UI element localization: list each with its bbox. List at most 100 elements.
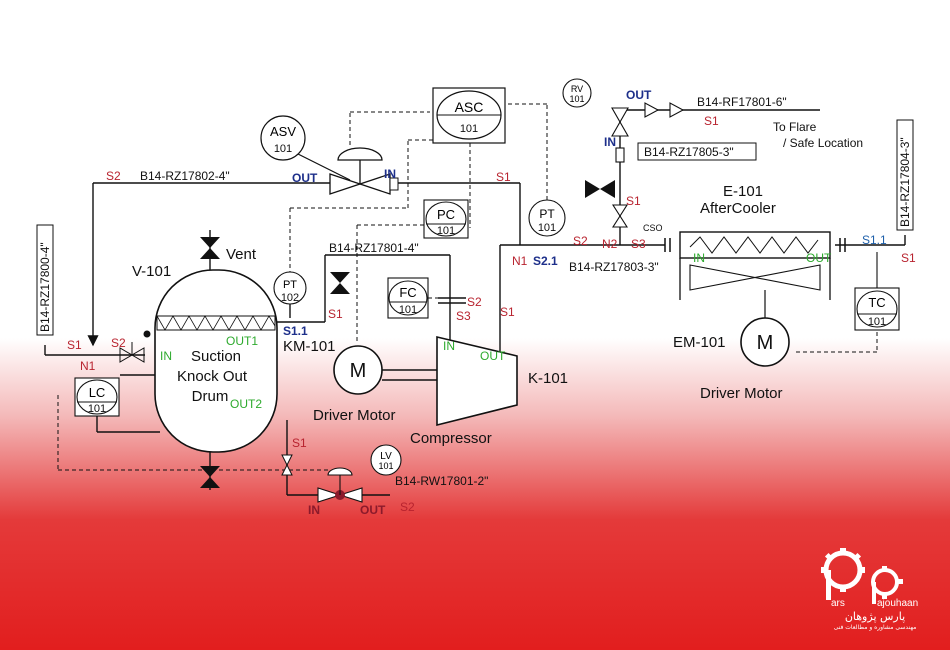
line-label-rz17802: B14-RZ17802-4" <box>140 169 230 183</box>
lc-num: 101 <box>88 403 106 415</box>
k101-label: K-101 <box>528 370 568 387</box>
tc-controller <box>854 252 900 331</box>
lc-tag: LC <box>89 385 106 400</box>
pc-num: 101 <box>437 225 455 237</box>
node-n1-inlet: N1 <box>80 359 96 373</box>
asv-num: 101 <box>274 143 292 155</box>
line-label-rz17805: B14-RZ17805-3" <box>644 145 734 159</box>
relief-valve-rv101 <box>611 102 685 228</box>
lv-bubble <box>370 444 402 476</box>
suction-knock-out-drum <box>154 269 278 453</box>
pt101-num: 101 <box>538 222 556 234</box>
asv-out-label: OUT <box>292 171 318 185</box>
aftercooler-e101 <box>664 231 846 318</box>
stream-s3-comp: S3 <box>456 309 471 323</box>
pars-pajouhaan-logo: ars ajouhaan پارس پژوهان مهندسی مشاوره و… <box>815 548 935 640</box>
line-label-rz17803: B14-RZ17803-3" <box>569 260 659 274</box>
fc-controller <box>387 277 429 319</box>
lv-num: 101 <box>378 461 393 471</box>
driver-motor-em101 <box>740 317 790 367</box>
stream-s1-inlet: S1 <box>67 338 82 352</box>
driver-motor-km101 <box>333 345 383 395</box>
asc-tag: ASC <box>455 99 484 115</box>
line-label-rf17801: B14-RF17801-6" <box>697 95 787 109</box>
asv-bubble <box>260 115 306 161</box>
rv-in-label: IN <box>604 135 616 149</box>
lv-out-label: OUT <box>360 503 386 517</box>
stream-s1-drum-out: S1 <box>328 307 343 321</box>
asv-in-label: IN <box>384 167 396 181</box>
pt102-tag: PT <box>283 279 297 291</box>
node-n2: N2 <box>602 237 618 251</box>
stream-s3-cooler: S3 <box>631 237 646 251</box>
line-label-rz17801: B14-RZ17801-4" <box>329 241 419 255</box>
vent-label: Vent <box>226 246 257 263</box>
stream-s2-comp: S2 <box>467 295 482 309</box>
logo-persian-name: پارس پژوهان <box>844 610 906 623</box>
logo-brand-right: ajouhaan <box>877 598 918 609</box>
stream-s1-flare: S1 <box>704 114 719 128</box>
rv-bubble <box>562 78 592 108</box>
stream-s2-recycle: S2 <box>106 169 121 183</box>
stream-s1-bottom: S1 <box>292 436 307 450</box>
lc-controller <box>74 377 120 417</box>
logo-tagline: مهندسی مشاوره و مطالعات فنی <box>833 624 917 631</box>
motor-letter-2: M <box>757 332 774 354</box>
inlet-valve-icon <box>119 330 151 363</box>
drum-label-1: Suction <box>191 348 241 365</box>
pt101-bubble <box>528 199 566 237</box>
stream-s2-cooler: S2 <box>573 234 588 248</box>
rv-num: 101 <box>569 94 584 104</box>
asc-controller <box>432 87 506 144</box>
tc-tag: TC <box>868 295 885 310</box>
pc-controller <box>423 199 469 239</box>
pc-tag: PC <box>437 207 455 222</box>
vent-valve-icon <box>200 237 220 259</box>
stream-s2-bottom: S2 <box>400 500 415 514</box>
asv-tag: ASV <box>270 124 296 139</box>
stream-s2-inlet: S2 <box>111 336 126 350</box>
drum-s11-label: S1.1 <box>283 324 308 338</box>
driver-motor-label-2: Driver Motor <box>700 385 783 402</box>
anti-surge-valve <box>289 147 399 195</box>
stream-s11-cooler: S1.1 <box>862 233 887 247</box>
rv-tag: RV <box>571 84 583 94</box>
drum-out1-label: OUT1 <box>226 334 258 348</box>
stream-s1-comp-out: S1 <box>500 305 515 319</box>
aftercooler-label: AfterCooler <box>700 200 776 217</box>
asc-num: 101 <box>460 123 478 135</box>
pt101-tag: PT <box>539 207 555 221</box>
tc-num: 101 <box>868 316 886 328</box>
drum-label-3: Drum <box>192 388 229 405</box>
node-n1-comp: N1 <box>512 254 528 268</box>
e101-label: E-101 <box>723 183 763 200</box>
stream-s1-asv: S1 <box>496 170 511 184</box>
stream-s1-out: S1 <box>901 251 916 265</box>
logo-brand-left: ars <box>831 598 845 609</box>
line-tag-box-rz17800 <box>36 224 54 336</box>
pt102-num: 102 <box>281 292 299 304</box>
v101-label: V-101 <box>132 263 171 280</box>
drum-in-label: IN <box>160 349 172 363</box>
line-label-rz17800: B14-RZ17800-4" <box>38 242 52 332</box>
compressor-k101 <box>382 297 518 427</box>
cso-label: CSO <box>643 223 663 233</box>
comp-in-label: IN <box>443 339 455 353</box>
signal-lines <box>57 103 878 471</box>
line-tag-box-rz17805 <box>637 142 757 161</box>
lv-in-label: IN <box>308 503 320 517</box>
line-label-rw17801: B14-RW17801-2" <box>395 474 488 488</box>
flare-label-1: To Flare <box>773 120 817 134</box>
comp-out-label: OUT <box>480 349 506 363</box>
lv-tag: LV <box>380 451 392 462</box>
motor-letter-1: M <box>350 360 367 382</box>
cooler-out-label: OUT <box>806 251 832 265</box>
drum-label-2: Knock Out <box>177 368 248 385</box>
stream-s1-relief: S1 <box>626 194 641 208</box>
drain-valve-icon <box>200 466 220 488</box>
pt102-bubble <box>273 271 307 305</box>
km101-label: KM-101 <box>283 338 336 355</box>
line-label-rz17804: B14-RZ17804-3" <box>898 137 912 227</box>
line-tag-box-rz17804 <box>896 119 914 231</box>
